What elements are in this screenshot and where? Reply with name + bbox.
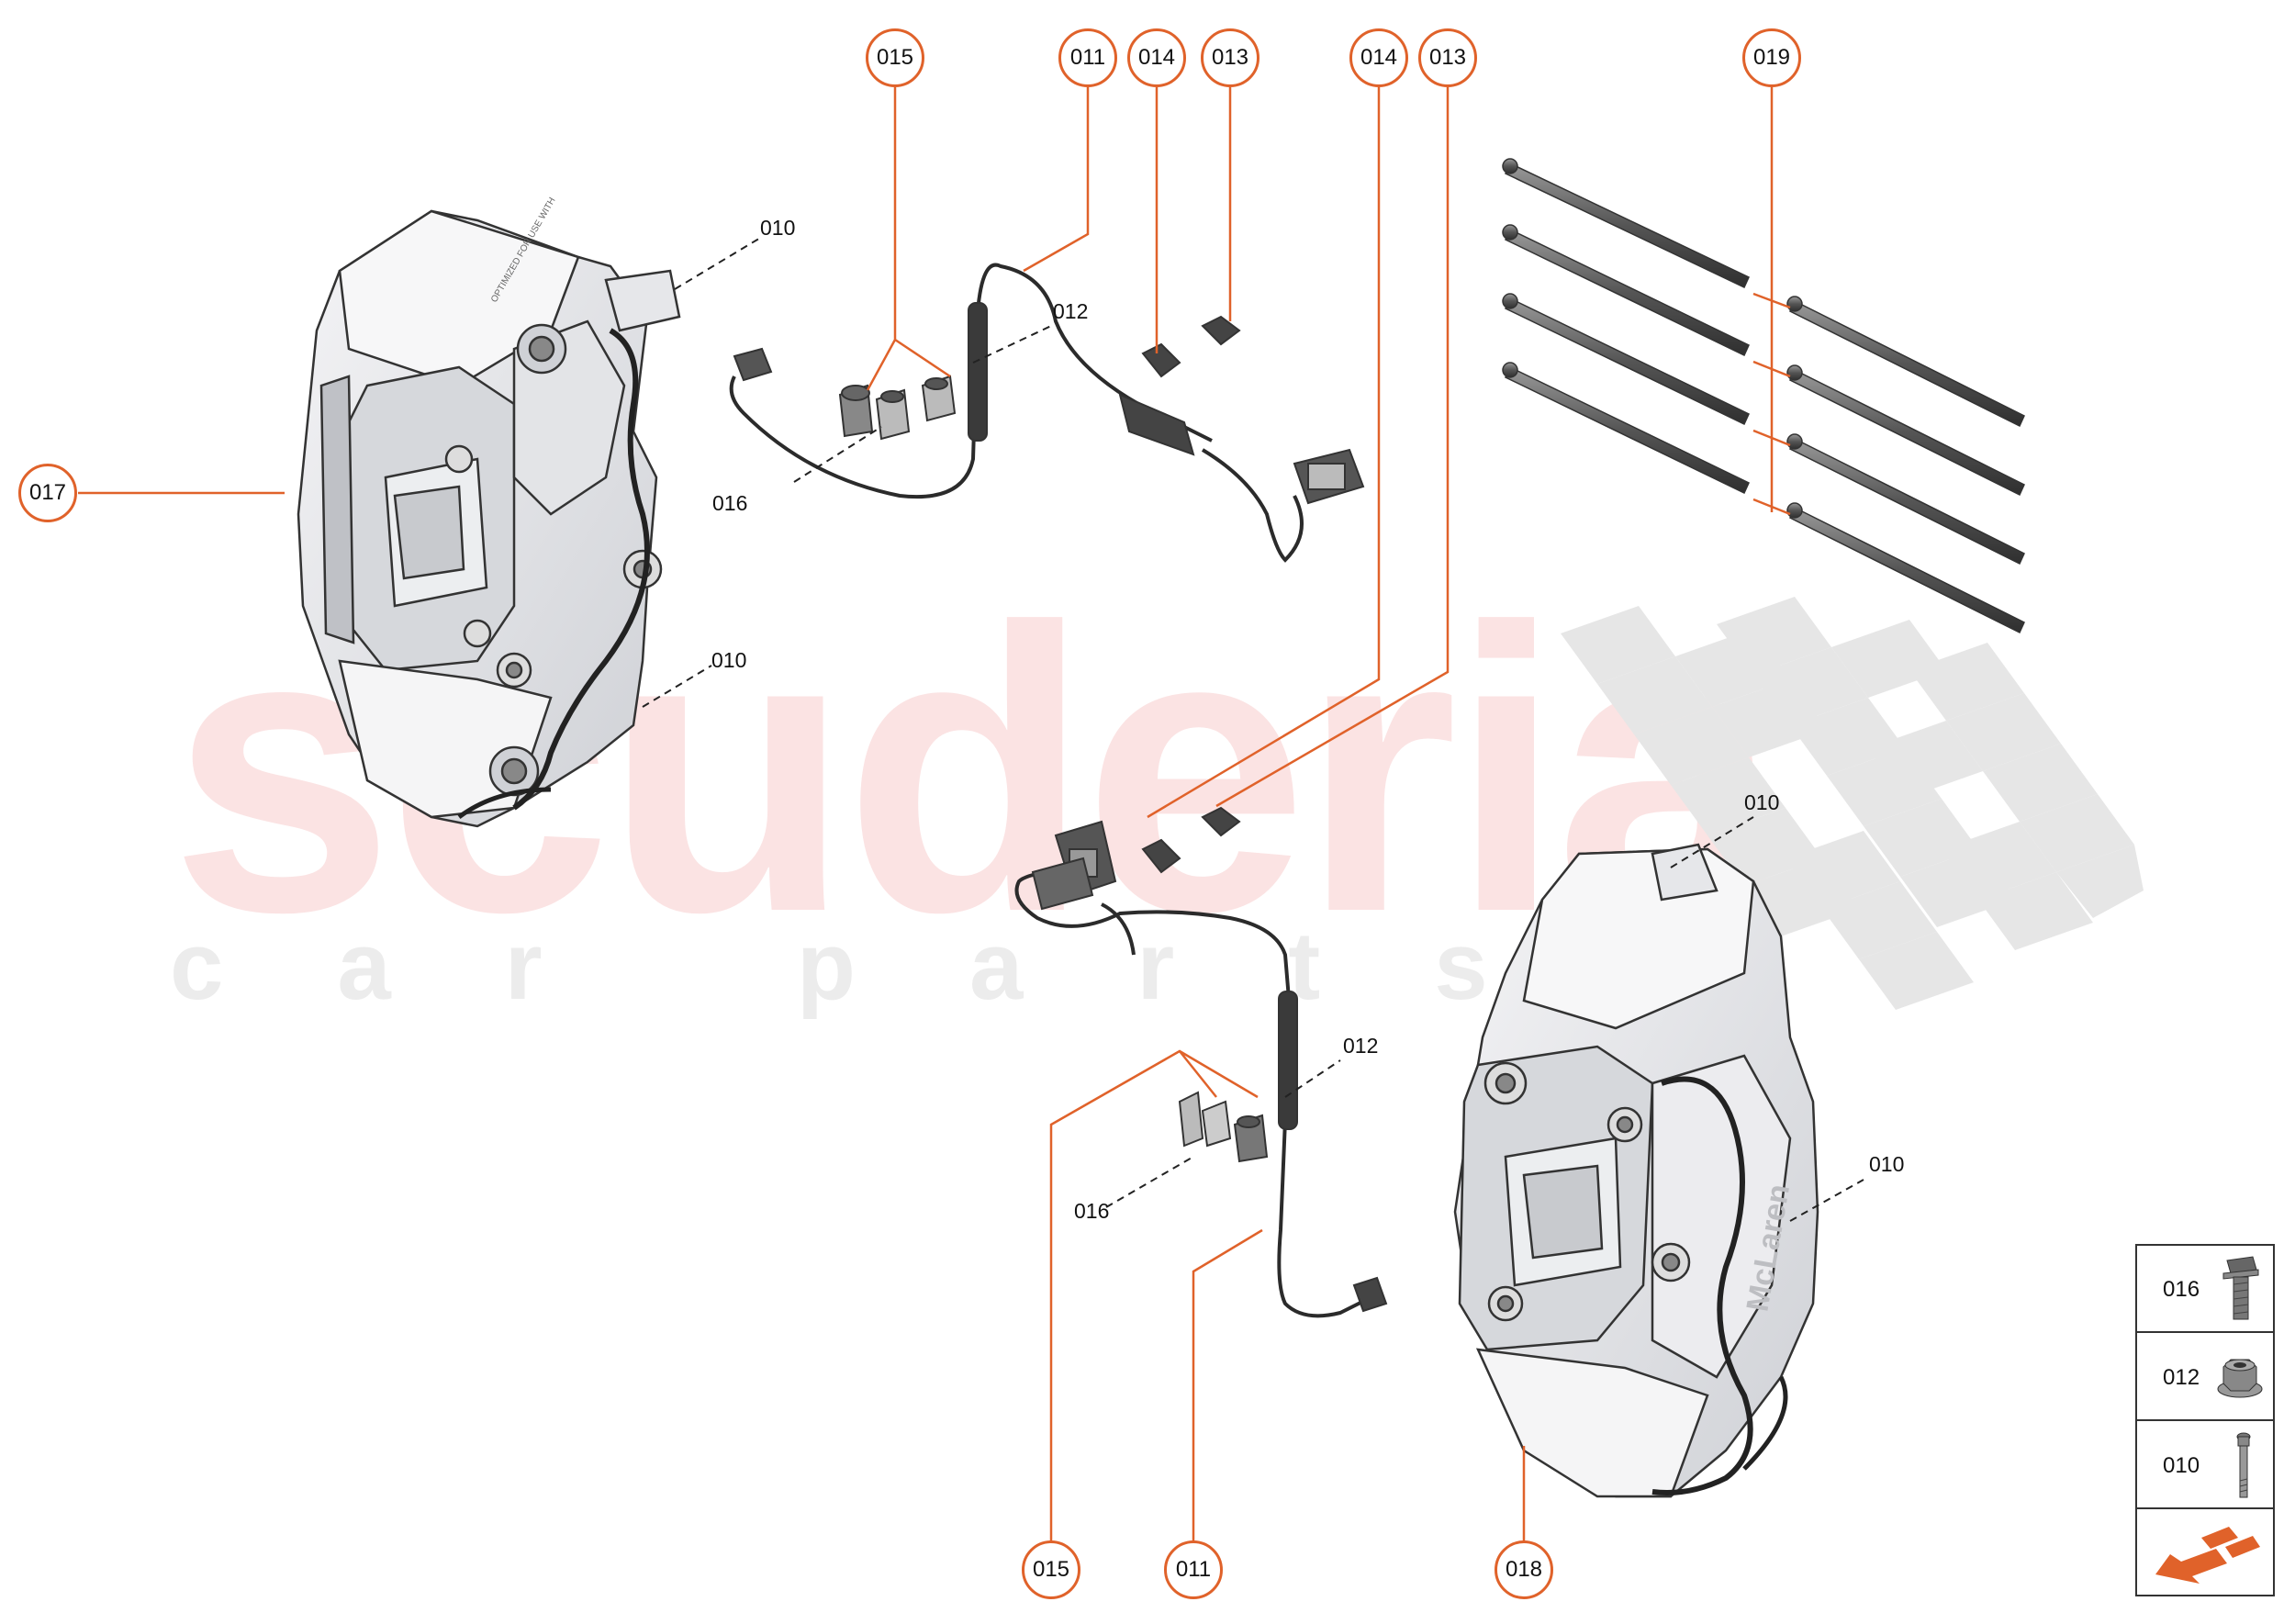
- checkered-flag-icon: [1561, 597, 2144, 1010]
- callout-leaders: [78, 87, 1791, 1542]
- legend-row-016[interactable]: 016: [2137, 1246, 2273, 1333]
- dashed-leaders: [642, 236, 1864, 1222]
- long-bolt-icon: [2236, 1432, 2251, 1498]
- legend-row-010[interactable]: 010: [2137, 1422, 2273, 1509]
- legend-label-012: 012: [2163, 1365, 2200, 1390]
- label-010-lower-right-side: 010: [1869, 1152, 1905, 1176]
- callout-013-top-a[interactable]: 013: [1201, 28, 1259, 87]
- callout-015-bottom[interactable]: 015: [1022, 1540, 1080, 1599]
- sensor-parts-upper: [733, 302, 1365, 505]
- wear-sensor-upper: [729, 263, 1304, 563]
- callout-018-bottom[interactable]: 018: [1495, 1540, 1553, 1599]
- label-012-lower: 012: [1343, 1034, 1379, 1058]
- brake-caliper-left: [297, 209, 681, 828]
- brake-caliper-right: [1453, 843, 1819, 1498]
- callout-013-top-b[interactable]: 013: [1418, 28, 1477, 87]
- arrow-back-icon[interactable]: [2137, 1510, 2273, 1595]
- label-010-lower-right-top: 010: [1744, 790, 1780, 814]
- label-016-upper: 016: [712, 491, 748, 515]
- flange-nut-icon: [2217, 1359, 2263, 1398]
- legend-label-010: 010: [2163, 1453, 2200, 1478]
- label-016-lower: 016: [1074, 1199, 1110, 1223]
- wear-sensor-lower: [1014, 866, 1369, 1318]
- guide-rods: [1502, 158, 2025, 634]
- callout-014-top-a[interactable]: 014: [1127, 28, 1186, 87]
- label-010-upper-left-top: 010: [760, 216, 796, 240]
- label-010-upper-left-bottom: 010: [711, 648, 747, 672]
- callout-011-bottom[interactable]: 011: [1164, 1540, 1223, 1599]
- callout-014-top-b[interactable]: 014: [1349, 28, 1408, 87]
- fastener-legend: 016 012 010: [2135, 1244, 2275, 1596]
- legend-label-016: 016: [2163, 1277, 2200, 1302]
- flange-bolt-icon: [2222, 1256, 2259, 1320]
- callout-011-top[interactable]: 011: [1058, 28, 1117, 87]
- legend-row-012[interactable]: 012: [2137, 1334, 2273, 1421]
- callout-017-left[interactable]: 017: [18, 464, 77, 522]
- sensor-parts-lower: [1031, 806, 1388, 1313]
- label-012-upper: 012: [1053, 299, 1089, 323]
- callout-015-top[interactable]: 015: [866, 28, 924, 87]
- callout-019-top[interactable]: 019: [1742, 28, 1801, 87]
- back-navigation[interactable]: [2137, 1510, 2273, 1595]
